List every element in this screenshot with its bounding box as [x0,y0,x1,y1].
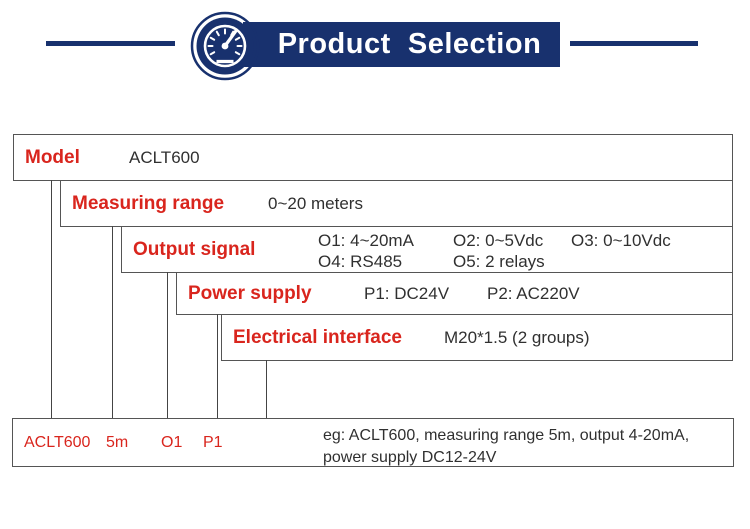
gauge-icon [190,11,260,81]
measuring-range-label: Measuring range [72,192,225,214]
connector-line-power [217,314,218,418]
example-code-model: ACLT600 [24,433,91,451]
example-description-line2: power supply DC12-24V [323,449,497,466]
output-signal-label: Output signal [133,238,256,260]
connector-line-electrical [266,360,267,418]
electrical-interface-row: Electrical interface M20*1.5 (2 groups) [221,314,733,361]
example-code-output: O1 [161,433,183,451]
example-code-range: 5m [106,433,129,451]
page-title: Product Selection [277,28,542,60]
header-left-rule [46,41,175,46]
power-supply-row: Power supply P1: DC24V P2: AC220V [176,272,733,315]
example-row: ACLT600 5m O1 P1 eg: ACLT600, measuring … [12,418,734,467]
measuring-range-row: Measuring range 0~20 meters [60,180,733,227]
measuring-range-value: 0~20 meters [268,193,363,213]
model-label: Model [25,146,80,168]
output-option-o5: O5: 2 relays [453,252,545,271]
title-bar: Product Selection [243,22,560,67]
example-description: eg: ACLT600, measuring range 5m, output … [323,425,689,469]
output-option-o2: O2: 0~5Vdc [453,231,544,250]
electrical-interface-label: Electrical interface [233,326,402,348]
connector-line-output [167,272,168,418]
output-option-o1: O1: 4~20mA [318,231,414,250]
connector-line-model [51,180,52,418]
power-supply-label: Power supply [188,282,312,304]
header-right-rule [570,41,698,46]
power-option-p2: P2: AC220V [487,283,580,303]
model-row: Model ACLT600 [13,134,733,181]
connector-line-measuring [112,226,113,418]
example-code-power: P1 [203,433,223,451]
output-option-o3: O3: 0~10Vdc [571,231,671,250]
model-value: ACLT600 [129,147,200,167]
electrical-interface-value: M20*1.5 (2 groups) [444,327,590,347]
output-signal-row: Output signal O1: 4~20mA O2: 0~5Vdc O3: … [121,226,733,273]
output-option-o4: O4: RS485 [318,252,403,271]
power-option-p1: P1: DC24V [364,283,450,303]
example-description-line1: eg: ACLT600, measuring range 5m, output … [323,427,690,444]
